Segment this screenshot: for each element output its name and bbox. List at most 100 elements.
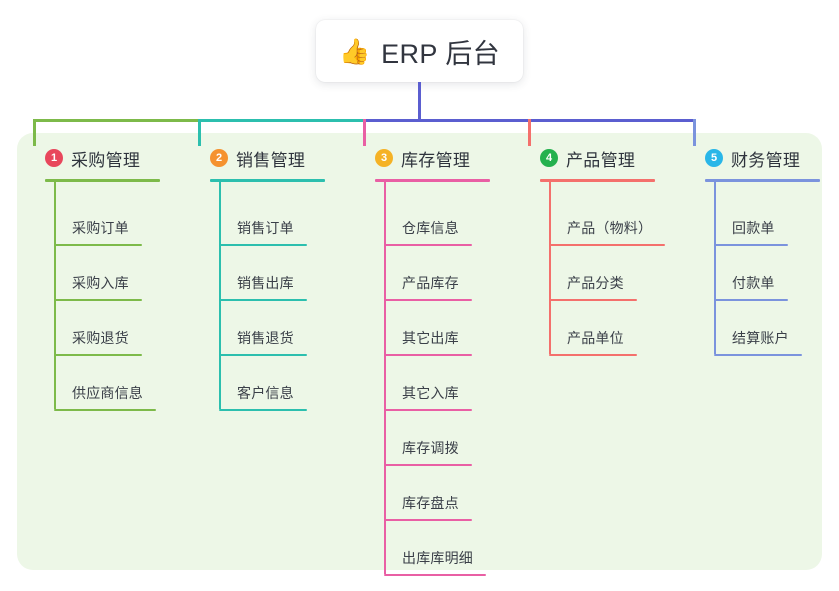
- list-item-label: 供应商信息: [72, 385, 143, 401]
- list-item-rule: [714, 299, 788, 301]
- list-item[interactable]: 销售出库: [219, 261, 307, 316]
- list-item-rule: [54, 299, 142, 301]
- list-item-label: 采购退货: [72, 330, 129, 346]
- list-item-rule: [219, 354, 307, 356]
- list-item[interactable]: 库存调拨: [384, 426, 472, 481]
- list-item-label: 销售退货: [237, 330, 294, 346]
- column-title-2: 销售管理: [236, 150, 306, 170]
- list-item[interactable]: 产品分类: [549, 261, 637, 316]
- list-item-rule: [714, 244, 788, 246]
- column-header-1[interactable]: 1 采购管理: [31, 145, 140, 171]
- list-item-rule: [549, 299, 637, 301]
- column-3: 3 库存管理仓库信息产品库存其它出库其它入库库存调拨库存盘点出库库明细: [361, 145, 490, 576]
- list-item-rule: [219, 299, 307, 301]
- list-item-rule: [219, 409, 307, 411]
- list-item[interactable]: 产品库存: [384, 261, 472, 316]
- list-item-rule: [549, 354, 637, 356]
- list-item[interactable]: 客户信息: [219, 371, 307, 426]
- list-item-rule: [54, 409, 156, 411]
- list-item-label: 结算账户: [732, 330, 789, 346]
- list-item-label: 采购订单: [72, 220, 129, 236]
- column-spine-5: [714, 182, 716, 354]
- list-item-label: 库存调拨: [402, 440, 459, 456]
- thumbs-up-icon: 👍: [338, 37, 371, 66]
- column-title-5: 财务管理: [731, 150, 801, 170]
- column-header-rule-4: [540, 179, 655, 182]
- list-item[interactable]: 出库库明细: [384, 536, 486, 591]
- list-item[interactable]: 库存盘点: [384, 481, 472, 536]
- list-item-rule: [219, 244, 307, 246]
- list-item-rule: [54, 244, 142, 246]
- list-item-label: 库存盘点: [402, 495, 459, 511]
- list-item-rule: [54, 354, 142, 356]
- list-item[interactable]: 其它出库: [384, 316, 472, 371]
- list-item-rule: [384, 354, 472, 356]
- list-item-rule: [384, 464, 472, 466]
- list-item-label: 产品单位: [567, 330, 624, 346]
- list-item-label: 产品分类: [567, 275, 624, 291]
- root-node-content: 👍 ERP 后台: [339, 32, 500, 71]
- column-header-4[interactable]: 4 产品管理: [526, 145, 635, 171]
- list-item-rule: [714, 354, 802, 356]
- list-item[interactable]: 产品（物料）: [549, 206, 665, 261]
- list-item-label: 其它入库: [402, 385, 459, 401]
- column-title-4: 产品管理: [566, 150, 636, 170]
- bus-segment-purple: [363, 119, 696, 122]
- list-item-rule: [384, 299, 472, 301]
- column-spine-3: [384, 182, 386, 574]
- column-badge-3: 3: [375, 149, 393, 167]
- list-item-label: 客户信息: [237, 385, 294, 401]
- list-item[interactable]: 付款单: [714, 261, 788, 316]
- list-item-label: 回款单: [732, 220, 775, 236]
- column-badge-5: 5: [705, 149, 723, 167]
- list-item-rule: [384, 519, 472, 521]
- column-badge-2: 2: [210, 149, 228, 167]
- list-item[interactable]: 结算账户: [714, 316, 802, 371]
- root-node-title: ERP 后台: [381, 38, 501, 69]
- list-item[interactable]: 供应商信息: [54, 371, 156, 426]
- column-header-rule-1: [45, 179, 160, 182]
- list-item-label: 出库库明细: [402, 550, 473, 566]
- list-item[interactable]: 其它入库: [384, 371, 472, 426]
- column-spine-1: [54, 182, 56, 409]
- list-item[interactable]: 产品单位: [549, 316, 637, 371]
- diagram-panel: [17, 133, 822, 570]
- list-item-label: 产品（物料）: [567, 220, 653, 236]
- list-item-label: 付款单: [732, 275, 775, 291]
- column-title-3: 库存管理: [401, 150, 471, 170]
- column-1: 1 采购管理采购订单采购入库采购退货供应商信息: [31, 145, 160, 411]
- list-item-rule: [549, 244, 665, 246]
- list-item[interactable]: 采购入库: [54, 261, 142, 316]
- root-node-card[interactable]: 👍 ERP 后台: [316, 20, 523, 82]
- column-header-5[interactable]: 5 财务管理: [691, 145, 800, 171]
- column-4: 4 产品管理产品（物料） 产品分类产品单位: [526, 145, 665, 356]
- list-item-label: 销售订单: [237, 220, 294, 236]
- column-header-2[interactable]: 2 销售管理: [196, 145, 305, 171]
- column-spine-4: [549, 182, 551, 354]
- list-item-rule: [384, 244, 472, 246]
- list-item-rule: [384, 409, 472, 411]
- column-header-rule-2: [210, 179, 325, 182]
- bus-segment-green: [33, 119, 201, 122]
- bus-segment-teal: [198, 119, 366, 122]
- list-item[interactable]: 采购退货: [54, 316, 142, 371]
- list-item[interactable]: 仓库信息: [384, 206, 472, 261]
- list-item[interactable]: 销售退货: [219, 316, 307, 371]
- column-header-rule-3: [375, 179, 490, 182]
- column-2: 2 销售管理销售订单销售出库销售退货客户信息: [196, 145, 325, 411]
- list-item-rule: [384, 574, 486, 576]
- column-badge-4: 4: [540, 149, 558, 167]
- list-item-label: 销售出库: [237, 275, 294, 291]
- column-title-1: 采购管理: [71, 150, 141, 170]
- list-item[interactable]: 回款单: [714, 206, 788, 261]
- column-header-3[interactable]: 3 库存管理: [361, 145, 470, 171]
- column-5: 5 财务管理回款单付款单结算账户: [691, 145, 820, 356]
- list-item[interactable]: 采购订单: [54, 206, 142, 261]
- list-item[interactable]: 销售订单: [219, 206, 307, 261]
- list-item-label: 仓库信息: [402, 220, 459, 236]
- list-item-label: 产品库存: [402, 275, 459, 291]
- list-item-label: 其它出库: [402, 330, 459, 346]
- column-spine-2: [219, 182, 221, 409]
- column-badge-1: 1: [45, 149, 63, 167]
